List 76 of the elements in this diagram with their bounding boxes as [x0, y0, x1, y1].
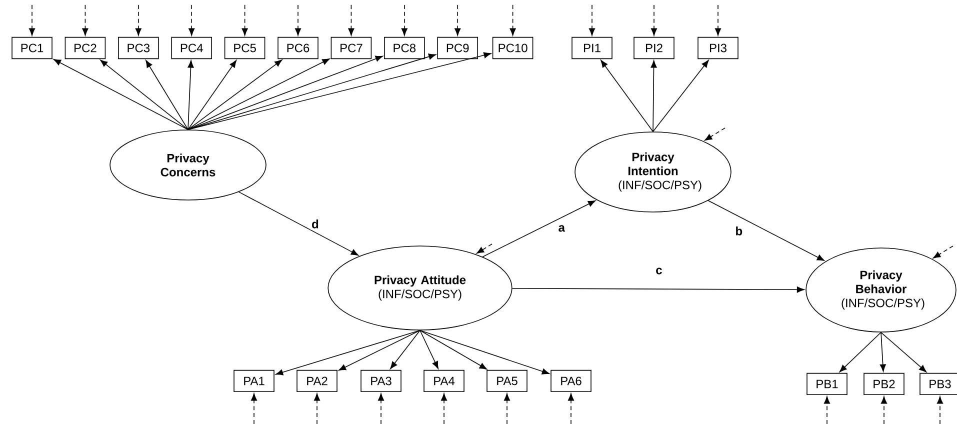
loading-arrow	[390, 330, 420, 370]
indicator-box: PC4	[171, 36, 212, 60]
indicator-box: PI1	[572, 36, 612, 60]
error-arrow	[933, 246, 954, 258]
loading-arrow	[420, 330, 438, 369]
error-arrow	[314, 393, 320, 424]
indicator-box: PC6	[278, 36, 318, 60]
indicator-box: PC5	[224, 36, 266, 60]
error-arrow	[936, 396, 944, 424]
loading-arrow	[420, 330, 550, 374]
error-arrow	[440, 393, 448, 424]
error-arrow	[242, 4, 248, 36]
error-arrow	[504, 393, 510, 424]
indicator-box: PB1	[806, 372, 848, 396]
indicator-box: PA6	[550, 370, 592, 392]
indicator-box: PC8	[384, 36, 425, 60]
error-arrow	[568, 393, 574, 424]
indicator-box: PB3	[920, 372, 957, 396]
error-arrow	[401, 4, 408, 36]
indicator-box: PI3	[698, 36, 738, 60]
path-arrow	[708, 200, 824, 261]
loading-arrow	[880, 332, 886, 372]
loading-arrow	[188, 58, 330, 130]
path-arrow	[238, 192, 359, 256]
edge-label: a	[556, 224, 566, 234]
loading-arrow	[53, 59, 188, 130]
loading-arrow	[276, 330, 420, 376]
error-arrow	[510, 4, 516, 36]
loading-arrow	[420, 330, 487, 370]
path-arrow	[512, 286, 804, 293]
indicator-box: PA1	[234, 370, 274, 392]
loading-arrow	[188, 56, 383, 130]
error-arrow	[294, 4, 302, 36]
edge-label: d	[310, 218, 320, 230]
indicator-box: PC2	[64, 36, 106, 60]
loading-arrow	[188, 52, 492, 130]
loading-arrow	[188, 60, 194, 130]
loading-arrow	[880, 332, 927, 372]
loading-arrow	[600, 60, 654, 132]
loading-arrow	[188, 60, 237, 130]
error-arrow	[476, 244, 492, 254]
loading-arrow	[650, 60, 657, 132]
path-arrow	[482, 200, 596, 258]
loading-arrow	[338, 330, 420, 371]
error-arrow	[188, 4, 195, 36]
error-arrow	[824, 396, 830, 424]
indicator-box: PC9	[437, 36, 478, 60]
error-arrow	[82, 4, 88, 36]
error-arrow	[714, 4, 722, 36]
error-arrow	[135, 4, 142, 36]
indicator-box: PA5	[486, 370, 528, 392]
error-arrow	[378, 393, 384, 424]
loading-arrow	[100, 60, 188, 130]
error-arrow	[348, 4, 354, 36]
edge-label: b	[734, 225, 744, 237]
loading-arrow	[652, 60, 709, 132]
loading-arrow	[188, 60, 282, 130]
indicator-box: PA4	[424, 370, 464, 392]
indicator-box: PC1	[12, 36, 52, 60]
indicator-box: PB2	[864, 372, 904, 396]
loading-arrow	[146, 60, 188, 130]
error-arrow	[704, 128, 726, 141]
error-arrow	[28, 4, 36, 36]
edge-label: c	[654, 266, 664, 276]
loading-arrow	[839, 332, 882, 372]
error-arrow	[454, 4, 461, 36]
indicator-box: PC3	[118, 36, 159, 60]
indicator-box: PI2	[634, 36, 674, 60]
indicator-box: PC10	[492, 36, 534, 60]
indicator-box: PC7	[330, 36, 372, 60]
indicator-box: PA3	[360, 370, 402, 392]
error-arrow	[250, 393, 258, 424]
error-arrow	[880, 396, 888, 424]
error-arrow	[588, 4, 596, 36]
error-arrow	[650, 4, 658, 36]
indicator-box: PA2	[296, 370, 338, 392]
